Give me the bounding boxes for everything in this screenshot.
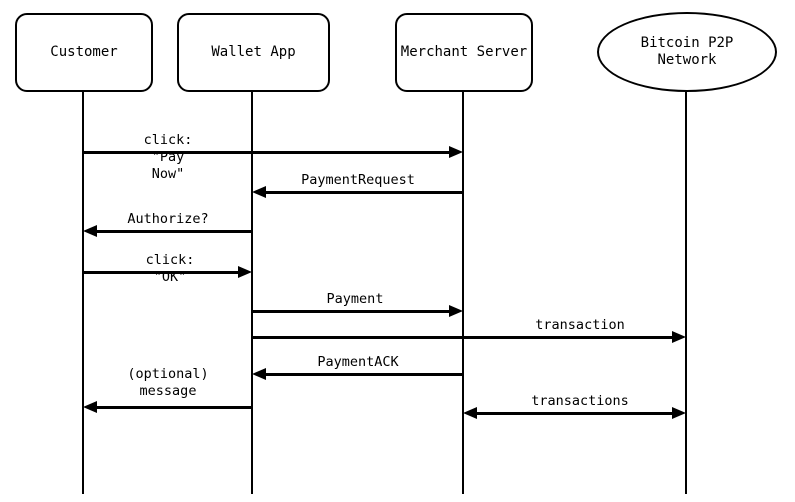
participant-label: Customer <box>50 44 118 60</box>
message-line <box>97 230 252 233</box>
message-label: Payment <box>326 291 384 307</box>
arrowhead-right-icon <box>672 407 686 419</box>
message-label: click: "Pay Now" <box>143 132 193 182</box>
participant-label: Bitcoin P2P Network <box>640 35 734 68</box>
arrowhead-right-icon <box>238 266 252 278</box>
participant-label: Wallet App <box>211 44 296 60</box>
lifeline-customer <box>82 92 84 494</box>
message-line <box>97 406 252 409</box>
message-line <box>252 310 449 313</box>
arrowhead-left-icon <box>252 186 266 198</box>
message-label: PaymentACK <box>317 354 399 370</box>
arrowhead-right-icon <box>449 146 463 158</box>
message-line <box>83 151 449 154</box>
lifeline-bitcoin-network <box>685 92 687 494</box>
message-label: (optional) message <box>127 366 209 399</box>
message-label: Authorize? <box>127 211 209 227</box>
arrowhead-right-icon <box>449 305 463 317</box>
message-line <box>266 373 463 376</box>
message-label: PaymentRequest <box>301 172 415 188</box>
message-line <box>266 191 463 194</box>
message-label: transactions <box>531 393 629 409</box>
arrowhead-left-icon <box>83 401 97 413</box>
lifeline-wallet-app <box>251 92 253 494</box>
arrowhead-left-icon <box>463 407 477 419</box>
participant-label: Merchant Server <box>400 44 528 60</box>
participant-bitcoin-p2p-network: Bitcoin P2P Network <box>597 12 777 92</box>
message-label: click: "OK" <box>145 252 195 285</box>
arrowhead-left-icon <box>83 225 97 237</box>
message-line <box>252 336 672 339</box>
participant-wallet-app: Wallet App <box>177 13 330 92</box>
arrowhead-left-icon <box>252 368 266 380</box>
message-label: transaction <box>535 317 625 333</box>
lifeline-merchant-server <box>462 92 464 494</box>
message-line <box>477 412 672 415</box>
participant-merchant-server: Merchant Server <box>395 13 533 92</box>
arrowhead-right-icon <box>672 331 686 343</box>
message-line <box>83 271 238 274</box>
participant-customer: Customer <box>15 13 153 92</box>
